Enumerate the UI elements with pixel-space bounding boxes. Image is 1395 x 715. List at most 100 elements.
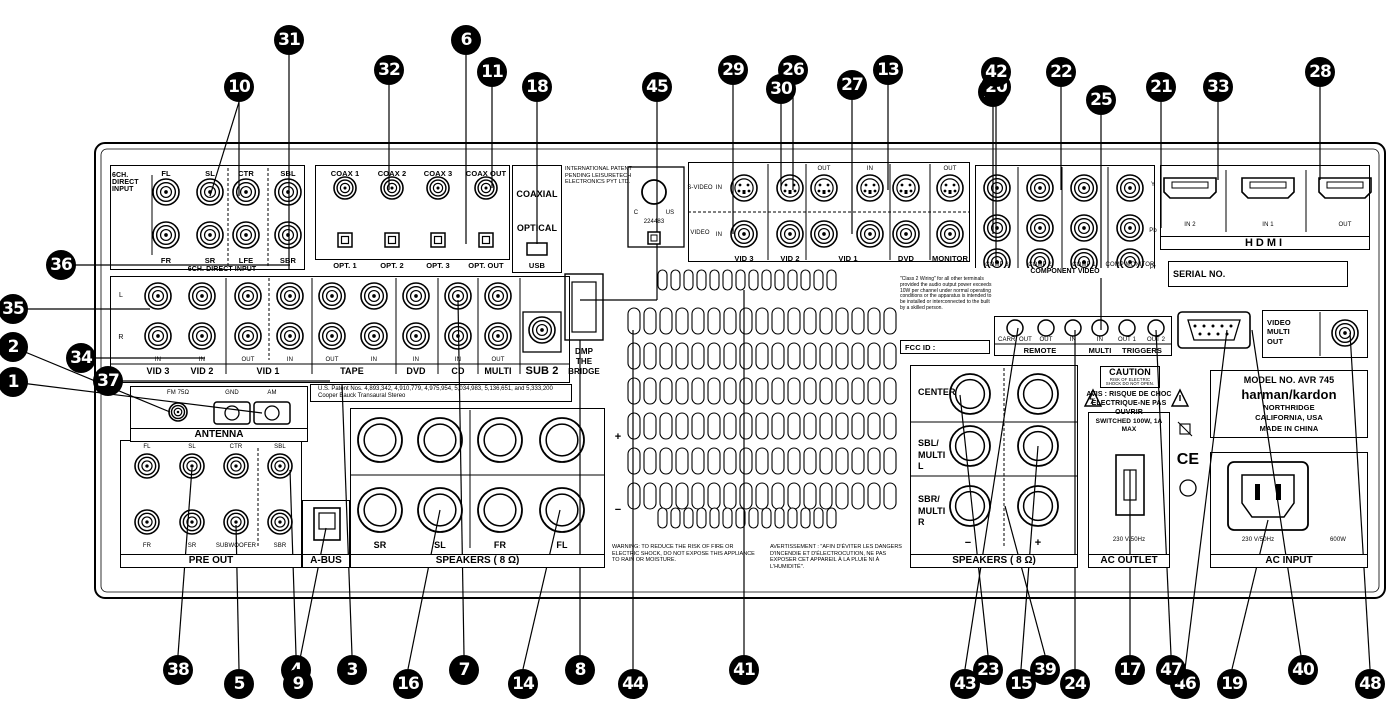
label-switched: SWITCHED 100W, 1A MAX: [1095, 418, 1163, 434]
vent-slot: [787, 507, 798, 529]
component-jack: [983, 174, 1011, 202]
callout-1: 1: [0, 367, 28, 397]
label-tape-out: OUT: [325, 357, 339, 363]
label-brand: harman/kardon: [1241, 387, 1337, 402]
coax-jack: [380, 176, 404, 200]
vent-slot: [755, 307, 769, 335]
csa-c: C: [633, 210, 639, 216]
label-ctr: CTR: [238, 169, 254, 178]
label-dvd: DVD: [406, 366, 426, 376]
svideo-jack: [776, 174, 804, 202]
speakers-bar: SPEAKERS ( 8 Ω): [350, 554, 605, 568]
callout-27: 27: [837, 70, 867, 100]
chassis-outline: [94, 142, 1386, 599]
pre-label-ctr: CTR: [229, 444, 243, 450]
callout-2: 2: [0, 332, 28, 362]
vent-slot: [851, 447, 865, 475]
vent-slot: [819, 482, 833, 510]
vent-slot: [800, 507, 811, 529]
svideo-jack: [810, 174, 838, 202]
callout-48: 48: [1355, 669, 1385, 699]
vent-slot: [735, 269, 746, 291]
analog-jack: [484, 322, 512, 350]
hdmi-bar: HDMI: [1160, 236, 1370, 250]
ac-outlet-panel: [1088, 412, 1170, 568]
callout-39: 39: [1030, 655, 1060, 685]
model-label: [1210, 370, 1368, 438]
label-vid3-in: IN: [154, 357, 162, 363]
callout-34: 34: [66, 343, 96, 373]
vent-slot: [683, 269, 694, 291]
shock-triangle: [1083, 388, 1103, 407]
vent-slot: [739, 482, 753, 510]
speaker-terminal: [949, 425, 991, 467]
speaker-terminal: [477, 417, 523, 463]
vent-slot: [819, 447, 833, 475]
callout-10: 10: [224, 72, 254, 102]
analog-jack: [144, 322, 172, 350]
leader-line: [1231, 519, 1269, 670]
label-trig-out1: OUT 1: [1117, 337, 1137, 343]
label-fr: FR: [160, 256, 172, 265]
label-opt2: OPT. 2: [380, 261, 404, 270]
label-coaxial: COAXIAL: [516, 189, 558, 199]
vent-slot: [774, 269, 785, 291]
optical-out-jack: [478, 232, 494, 248]
preout-jack: [179, 453, 205, 479]
vent-slot: [691, 447, 705, 475]
pre-out-bar: PRE OUT: [120, 554, 302, 568]
callout-42: 42: [981, 57, 1011, 87]
label-sbl: SBL: [280, 169, 296, 178]
vent-slot: [813, 507, 824, 529]
vent-slot: [826, 269, 837, 291]
vent-slot: [787, 412, 801, 440]
callout-24: 24: [1060, 669, 1090, 699]
serial-no-panel: [1168, 261, 1348, 287]
coax-jack: [333, 176, 357, 200]
center-minus: −: [964, 537, 972, 549]
label-am: AM: [267, 390, 277, 396]
vent-slot: [696, 507, 707, 529]
vent-slot: [755, 482, 769, 510]
vent-slot: [739, 342, 753, 370]
weee-bin: [1179, 423, 1191, 435]
vent-slot: [800, 269, 811, 291]
speaker-terminal: [539, 417, 585, 463]
vent-slot: [755, 377, 769, 405]
component-jack: [1026, 174, 1054, 202]
ac-outlet-bar: AC OUTLET: [1088, 554, 1170, 568]
vent-slot: [739, 377, 753, 405]
spk-sr: SR: [373, 540, 387, 550]
leader-line: [964, 327, 1019, 670]
shock-bolt: [1089, 393, 1094, 405]
preout-jack: [134, 509, 160, 535]
label-sub2: SUB 2: [525, 365, 559, 377]
label-vid2-in: IN: [198, 357, 206, 363]
am-antenna-terminal: [253, 401, 291, 425]
preout-jack: [223, 453, 249, 479]
label-coax-out: COAX OUT: [465, 169, 507, 178]
vent-slot: [659, 447, 673, 475]
speakers8-bar: SPEAKERS ( 8 Ω): [910, 554, 1078, 568]
label-vid1-in-top: IN: [866, 166, 874, 172]
label-vid1-out-top: OUT: [817, 166, 831, 172]
label-remote: REMOTE: [1023, 346, 1057, 355]
vent-slot: [675, 412, 689, 440]
vent-slot: [696, 269, 707, 291]
label-sbl-multi-l: SBL/ MULTI L: [918, 438, 946, 472]
vent-slot: [867, 307, 881, 335]
analog-jack: [276, 282, 304, 310]
vent-slot: [707, 482, 721, 510]
six-ch-jack: [152, 178, 180, 206]
callout-25: 25: [1086, 85, 1116, 115]
composite-jack: [856, 220, 884, 248]
label-monitor-top: MONITOR: [932, 254, 968, 263]
vent-slot: [787, 342, 801, 370]
label-dvd-top: DVD: [897, 254, 915, 263]
vent-slot: [627, 447, 641, 475]
callout-16: 16: [393, 669, 423, 699]
csa-number: 224483: [643, 219, 665, 225]
six-ch-jack: [196, 221, 224, 249]
vent-slot: [675, 307, 689, 335]
pre-label-sl: SL: [188, 444, 196, 450]
